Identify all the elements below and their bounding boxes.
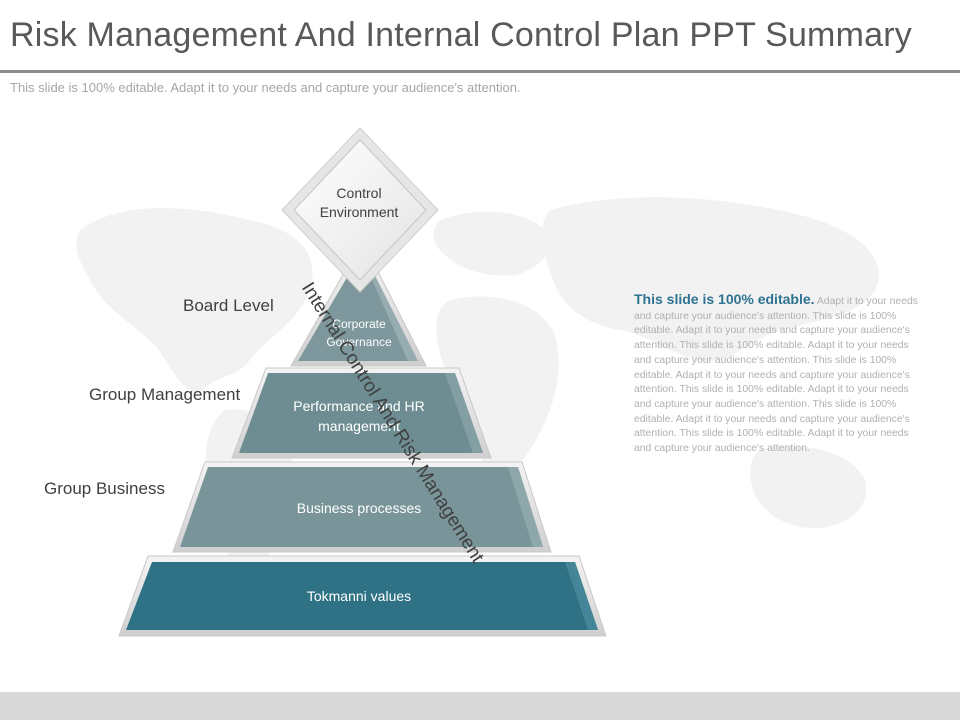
side-label-board-level: Board Level: [183, 296, 274, 315]
pyramid-tier-2: [231, 367, 492, 459]
title-divider: [0, 70, 960, 73]
tier-2-label: Performance and HR management: [293, 398, 425, 434]
side-label-group-management: Group Management: [89, 385, 241, 404]
description-body: Adapt it to your needs and capture your …: [634, 296, 918, 455]
apex-diamond: [281, 127, 439, 293]
tier-3-label: Business processes: [296, 500, 422, 516]
footer-bar: [0, 692, 960, 720]
tier-4-label: Tokmanni values: [306, 588, 412, 604]
pyramid-tier-4: [118, 555, 607, 637]
apex-label: Control Environment: [319, 185, 399, 220]
slide-subtitle: This slide is 100% editable. Adapt it to…: [10, 80, 521, 95]
description-lead: This slide is 100% editable.: [634, 291, 815, 307]
slide-title: Risk Management And Internal Control Pla…: [10, 16, 912, 54]
world-map-background: [76, 197, 879, 590]
description-text-box: This slide is 100% editable. Adapt it to…: [634, 292, 922, 457]
pyramid-tier-1: [290, 249, 427, 367]
tier-1-label: Corporate Governance: [326, 317, 392, 349]
pyramid-tier-3: [172, 461, 552, 553]
side-label-group-business: Group Business: [44, 479, 165, 498]
